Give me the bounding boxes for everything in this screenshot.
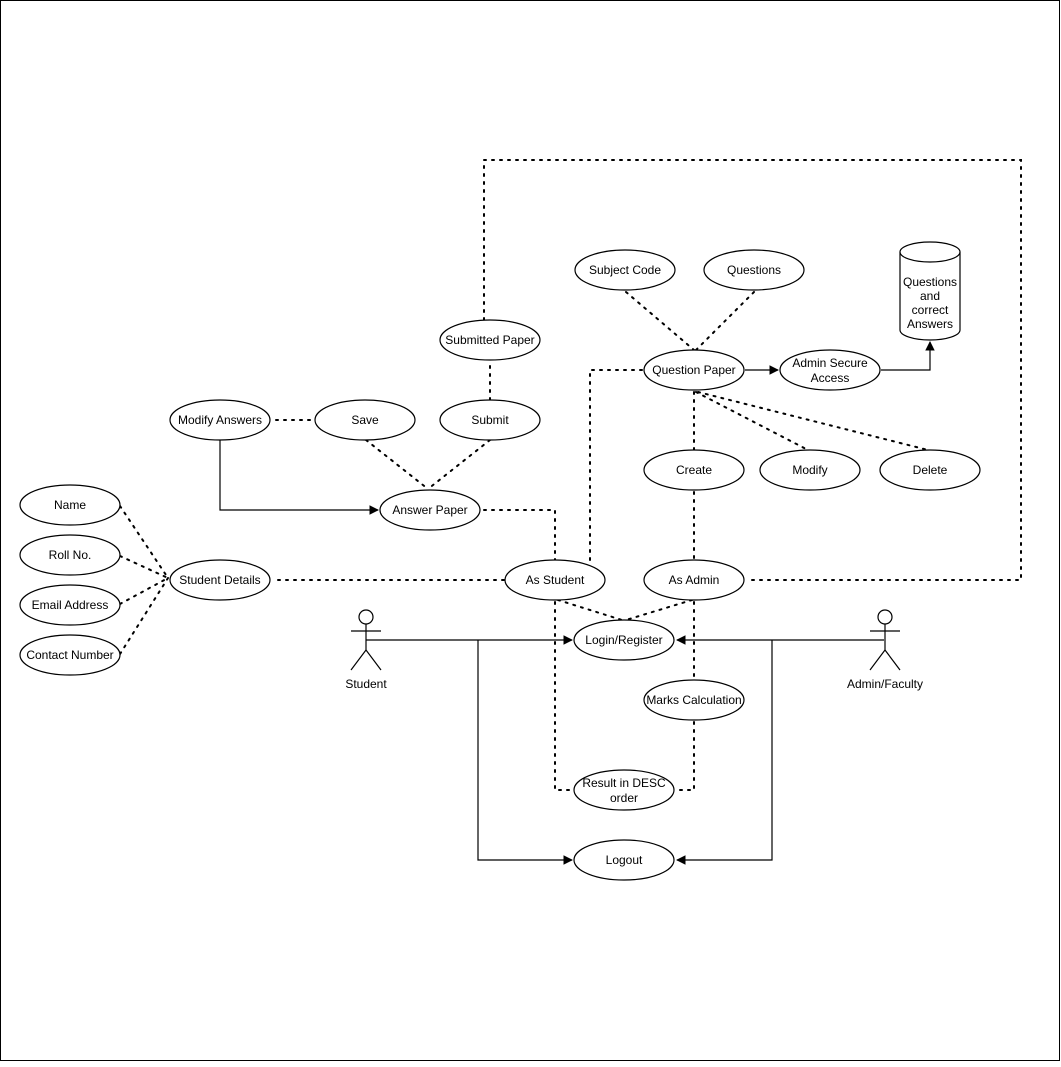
link-submitted-paper-as-admin <box>483 159 1022 581</box>
link-contact-student-details <box>119 577 169 655</box>
link-save-answer-paper <box>365 439 429 490</box>
database-label-line4: Answers <box>907 317 953 331</box>
use-case-submit-label: Submit <box>471 413 509 427</box>
use-case-email-address-label: Email Address <box>32 598 109 612</box>
database-label-line2: and <box>920 289 940 303</box>
link-as-student-result <box>554 601 573 791</box>
stick-figure-icon <box>869 609 901 671</box>
link-roll-student-details <box>119 555 169 579</box>
use-case-modify-answers-label: Modify Answers <box>178 413 262 427</box>
use-case-as-admin: As Admin <box>643 559 745 601</box>
use-case-modify: Modify <box>759 449 861 491</box>
link-answer-paper-as-student <box>483 509 556 561</box>
link-as-admin-login <box>625 599 693 621</box>
use-case-create-label: Create <box>676 463 712 477</box>
use-case-subject-code: Subject Code <box>574 249 676 291</box>
use-case-marks-calculation: Marks Calculation <box>643 679 745 721</box>
use-case-name-label: Name <box>54 498 86 512</box>
use-case-roll-no-label: Roll No. <box>49 548 92 562</box>
actor-admin-faculty: Admin/Faculty <box>847 609 923 691</box>
use-case-admin-secure-access: Admin Secure Access <box>779 349 881 391</box>
dotted-connectors <box>119 159 1022 791</box>
use-case-answer-paper-label: Answer Paper <box>392 503 467 517</box>
use-case-result-desc-line1: Result in DESC <box>582 776 666 790</box>
link-email-student-details <box>119 577 169 605</box>
use-case-subject-code-label: Subject Code <box>589 263 661 277</box>
use-case-submit: Submit <box>439 399 541 441</box>
use-case-create: Create <box>643 449 745 491</box>
use-case-result-desc-line2: order <box>610 791 638 805</box>
use-case-questions: Questions <box>703 249 805 291</box>
link-submit-answer-paper <box>427 439 491 490</box>
use-case-student-details: Student Details <box>169 559 271 601</box>
use-case-name: Name <box>19 484 121 526</box>
link-as-student-question-paper <box>589 369 643 561</box>
use-case-modify-answers: Modify Answers <box>169 399 271 441</box>
arrow-admin-logout <box>676 640 773 865</box>
use-case-modify-label: Modify <box>792 463 827 477</box>
use-case-as-student: As Student <box>504 559 606 601</box>
use-case-admin-secure-access-line1: Admin Secure <box>792 356 868 370</box>
use-case-as-student-label: As Student <box>526 573 585 587</box>
use-case-login-register-label: Login/Register <box>585 633 662 647</box>
actor-student: Student <box>345 609 387 691</box>
use-case-save-label: Save <box>351 413 379 427</box>
use-case-marks-calculation-label: Marks Calculation <box>646 693 741 707</box>
link-as-student-login <box>557 599 623 621</box>
link-question-paper-delete <box>697 391 929 451</box>
use-case-question-paper-label: Question Paper <box>652 363 735 377</box>
use-case-question-paper: Question Paper <box>643 349 745 391</box>
use-case-admin-secure-access-line2: Access <box>811 371 850 385</box>
database-label-line3: correct <box>912 303 949 317</box>
link-questions-question-paper <box>695 291 755 351</box>
actor-admin-faculty-label: Admin/Faculty <box>847 677 923 691</box>
use-case-result-desc: Result in DESC order <box>573 769 675 811</box>
use-case-delete-label: Delete <box>913 463 948 477</box>
use-case-roll-no: Roll No. <box>19 534 121 576</box>
use-case-delete: Delete <box>879 449 981 491</box>
arrow-secure-access-database <box>881 341 935 371</box>
link-subject-code-question-paper <box>625 291 695 351</box>
arrow-modify-answers-answer-paper <box>219 440 379 515</box>
use-case-contact-number: Contact Number <box>19 634 121 676</box>
use-case-questions-label: Questions <box>727 263 781 277</box>
stick-figure-icon <box>350 609 382 671</box>
use-case-logout-label: Logout <box>606 853 643 867</box>
link-name-student-details <box>119 505 169 579</box>
actor-student-label: Student <box>345 677 387 691</box>
use-case-login-register: Login/Register <box>573 619 675 661</box>
use-case-contact-number-label: Contact Number <box>26 648 113 662</box>
use-case-submitted-paper: Submitted Paper <box>439 319 541 361</box>
link-marks-result <box>675 721 695 791</box>
use-case-answer-paper: Answer Paper <box>379 489 481 531</box>
use-case-as-admin-label: As Admin <box>669 573 720 587</box>
solid-connectors <box>219 341 935 865</box>
use-case-save: Save <box>314 399 416 441</box>
use-case-email-address: Email Address <box>19 584 121 626</box>
use-case-logout: Logout <box>573 839 675 881</box>
arrow-student-logout <box>477 640 573 865</box>
link-question-paper-modify <box>695 391 809 451</box>
database-label-line1: Questions <box>903 275 957 289</box>
use-case-submitted-paper-label: Submitted Paper <box>445 333 534 347</box>
database-icon: Questions and correct Answers <box>899 241 961 341</box>
use-case-student-details-label: Student Details <box>179 573 260 587</box>
